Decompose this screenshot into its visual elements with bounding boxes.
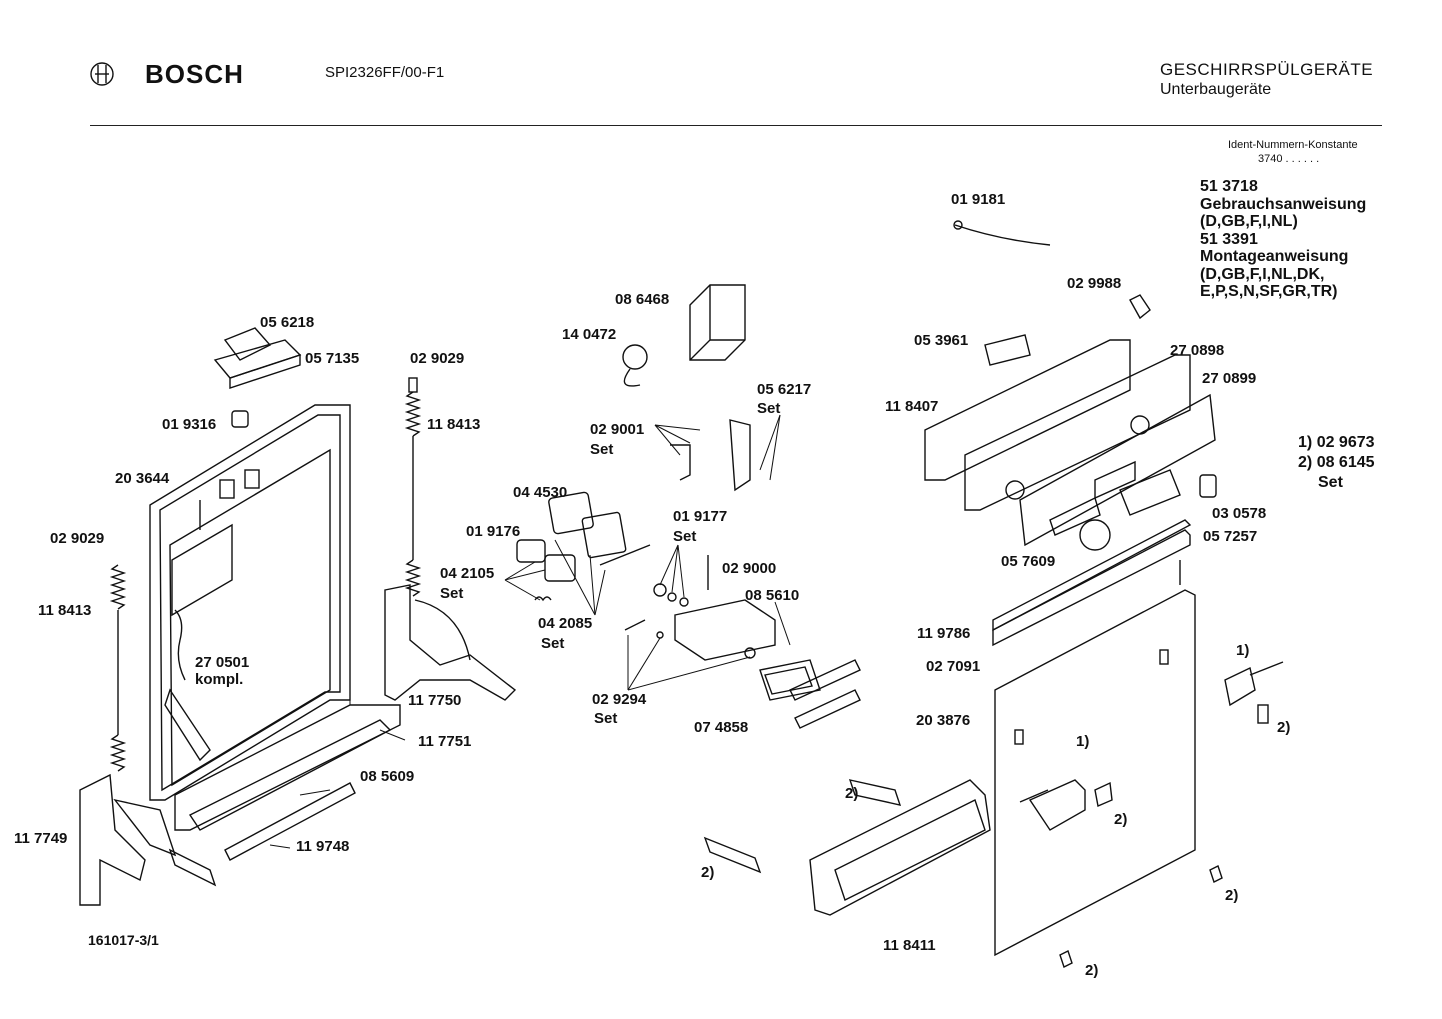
plinth-drawing xyxy=(703,779,991,916)
part-label: 14 0472 xyxy=(562,326,617,343)
part-label: 11 7750 xyxy=(408,692,462,709)
part-label: 11 8407 xyxy=(885,398,939,415)
fixing-brackets-drawing xyxy=(1059,661,1284,968)
footnote-legend: 1) 02 9673 2) 08 6145 Set xyxy=(1298,433,1375,493)
model-number: SPI2326FF/00-F1 xyxy=(325,64,445,81)
part-label: 05 3961 xyxy=(914,332,969,349)
part-label: 02 9988 xyxy=(1067,275,1122,292)
part-label: 05 6218 xyxy=(260,314,315,331)
part-label: 11 8413 xyxy=(38,602,92,619)
part-label: 27 0899 xyxy=(1202,370,1257,387)
spring-right-drawing xyxy=(404,377,422,597)
footnote-marker: 2) xyxy=(845,785,859,802)
hinge-right-drawing xyxy=(384,584,517,701)
part-label: Set xyxy=(541,635,565,652)
part-label: 07 4858 xyxy=(694,719,749,736)
part-label: 01 9181 xyxy=(951,191,1006,208)
part-label: 27 0898 xyxy=(1170,342,1225,359)
part-label: 02 9029 xyxy=(50,530,105,547)
footnote-marker: 2) xyxy=(1085,962,1099,979)
part-label: 27 0501 xyxy=(195,654,250,671)
door-switch-drawing xyxy=(624,599,861,729)
ident-value: 3740 . . . . . . xyxy=(1258,153,1320,165)
part-label: 08 5610 xyxy=(745,587,800,604)
program-switch-drawing xyxy=(622,284,746,387)
part-label: 11 7751 xyxy=(418,733,472,750)
header-divider xyxy=(90,125,1382,126)
part-label: Set xyxy=(440,585,464,602)
part-label: 04 4530 xyxy=(513,484,568,501)
part-label: 01 9177 xyxy=(673,508,728,525)
spring-left-drawing xyxy=(109,564,127,772)
footnote-marker: 2) xyxy=(1277,719,1291,736)
bosch-logo-icon xyxy=(90,62,114,86)
part-label: 02 9029 xyxy=(410,350,465,367)
hinge-left-drawing xyxy=(79,773,217,906)
part-label: Set xyxy=(673,528,697,545)
part-label: 05 7257 xyxy=(1203,528,1258,545)
door-frame-drawing xyxy=(149,404,351,801)
part-label: 01 9176 xyxy=(466,523,521,540)
seals-and-buttons-drawing xyxy=(516,419,751,607)
legend-row: Set xyxy=(1318,474,1343,491)
part-label: 05 7609 xyxy=(1001,553,1056,570)
part-label: 05 7135 xyxy=(305,350,360,367)
part-label: Set xyxy=(594,710,618,727)
part-label: 03 0578 xyxy=(1212,505,1267,522)
part-label: 02 9000 xyxy=(722,560,777,577)
footnote-marker: 2) xyxy=(701,864,715,881)
documentation-notes: 51 3718 Gebrauchsanweisung (D,GB,F,I,NL)… xyxy=(1200,178,1366,301)
part-label: 11 7749 xyxy=(14,830,68,847)
part-label: 04 2105 xyxy=(440,565,495,582)
footnote-marker: 1) xyxy=(1076,733,1090,750)
legend-row: 1) 02 9673 xyxy=(1298,434,1375,451)
part-label: 11 8413 xyxy=(427,416,481,433)
part-label: 11 8411 xyxy=(883,937,936,954)
note-line: 51 3391 xyxy=(1200,230,1258,248)
part-label: 02 9294 xyxy=(592,691,647,708)
part-label: 11 9786 xyxy=(917,625,971,642)
part-label: 20 3644 xyxy=(115,470,170,487)
note-line: (D,GB,F,I,NL) xyxy=(1200,213,1298,230)
part-label: 08 6468 xyxy=(615,291,670,308)
part-label: kompl. xyxy=(195,671,244,688)
part-label: Set xyxy=(590,441,614,458)
legend-row: 2) 08 6145 xyxy=(1298,454,1375,471)
leader-lines xyxy=(269,414,791,849)
door-latch-drawing xyxy=(213,327,302,428)
note-line: Montageanweisung xyxy=(1200,248,1349,265)
part-label: 04 2085 xyxy=(538,615,593,632)
part-label: 02 9001 xyxy=(590,421,645,438)
part-label: Set xyxy=(757,400,781,417)
part-label: 05 6217 xyxy=(757,381,812,398)
brand-name: BOSCH xyxy=(145,59,244,89)
ident-label: Ident-Nummern-Konstante xyxy=(1228,139,1358,151)
note-line: Gebrauchsanweisung xyxy=(1200,195,1367,213)
note-line: E,P,S,N,SF,GR,TR) xyxy=(1200,283,1338,300)
footnote-marker: 1) xyxy=(1236,642,1250,659)
part-label: 11 9748 xyxy=(296,838,350,855)
category-title: GESCHIRRSPÜLGERÄTE xyxy=(1160,60,1374,79)
drawing-number: 161017-3/1 xyxy=(88,932,159,948)
note-line: 51 3718 xyxy=(1200,178,1258,195)
note-line: (D,GB,F,I,NL,DK, xyxy=(1200,265,1325,283)
footnote-marker: 2) xyxy=(1225,887,1239,904)
footnote-marker: 2) xyxy=(1114,811,1128,828)
part-label: 20 3876 xyxy=(916,712,971,729)
subcategory-title: Unterbaugeräte xyxy=(1160,81,1272,98)
front-panel-drawing xyxy=(992,519,1196,957)
part-label: 01 9316 xyxy=(162,416,217,433)
control-panel-drawing xyxy=(924,220,1217,551)
part-label: 08 5609 xyxy=(360,768,415,785)
part-label: 02 7091 xyxy=(926,658,981,675)
